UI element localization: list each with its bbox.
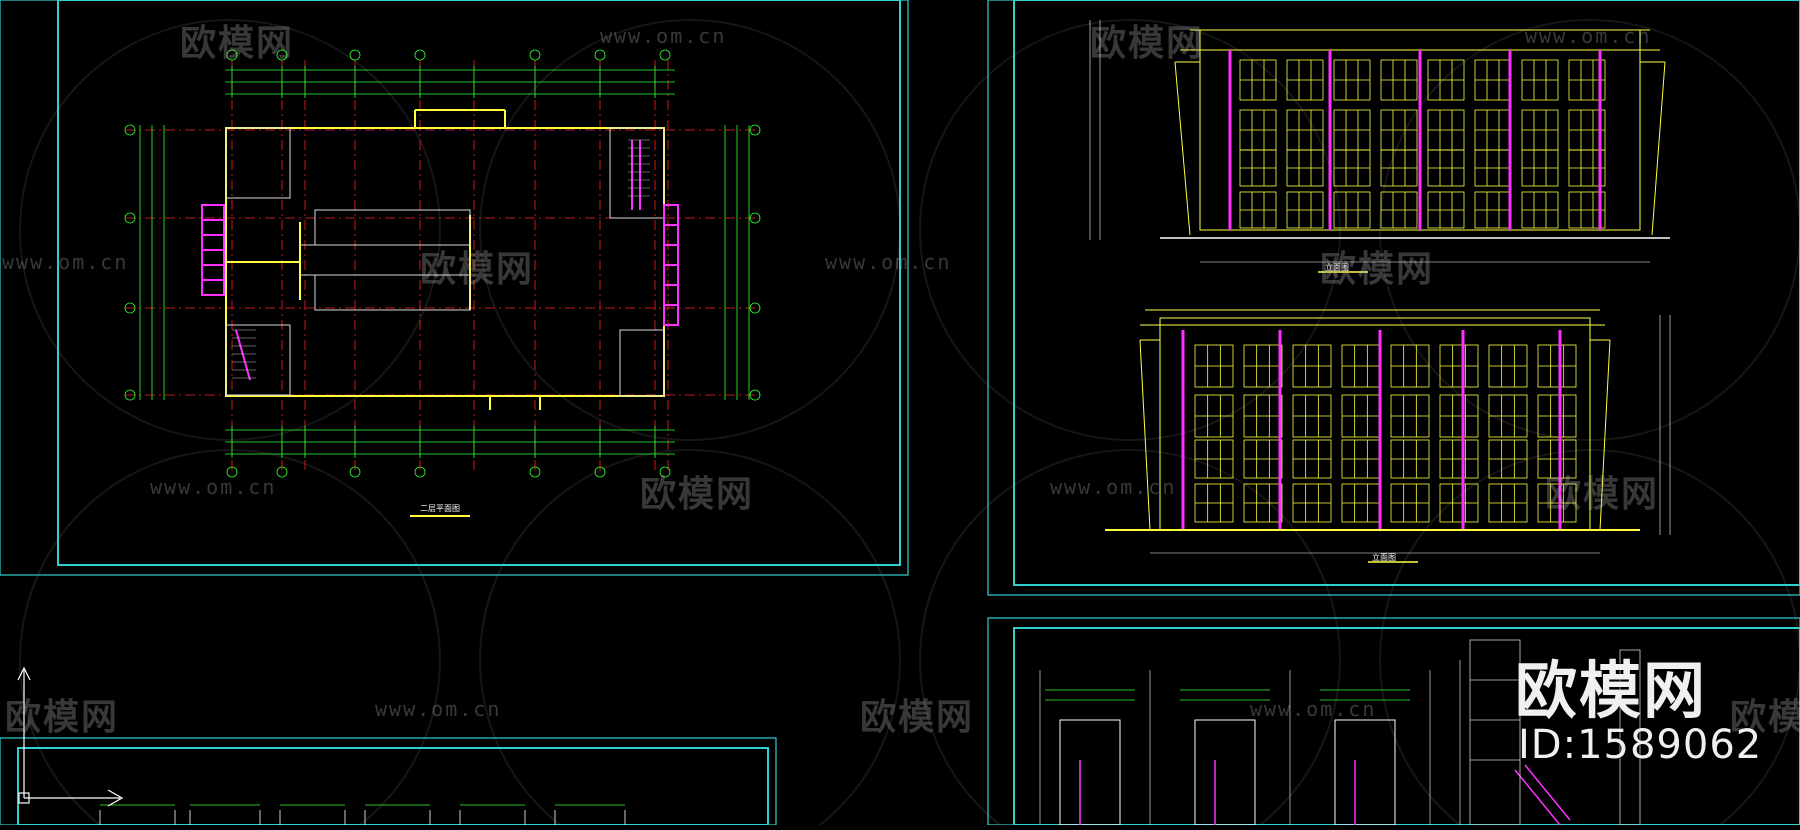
elevation-lower-title: 立面图 xyxy=(1372,553,1396,562)
model-id: ID:1589062 xyxy=(1518,722,1763,768)
floor-plan-title: 二层平面图 xyxy=(420,504,460,513)
elevation-upper[interactable] xyxy=(1089,20,1670,273)
sheet-elevations[interactable] xyxy=(987,0,1800,596)
brand-logo: 欧模网 xyxy=(1515,654,1708,727)
ucs-axis-icon xyxy=(17,666,124,807)
elevation-upper-title: 立面图 xyxy=(1325,263,1349,272)
sheet-details-right[interactable] xyxy=(987,617,1800,826)
sheet-floor-plan[interactable] xyxy=(0,0,909,576)
sheet-details-left[interactable] xyxy=(0,737,777,826)
elevation-lower[interactable] xyxy=(1105,309,1671,563)
floor-plan[interactable] xyxy=(124,49,761,517)
